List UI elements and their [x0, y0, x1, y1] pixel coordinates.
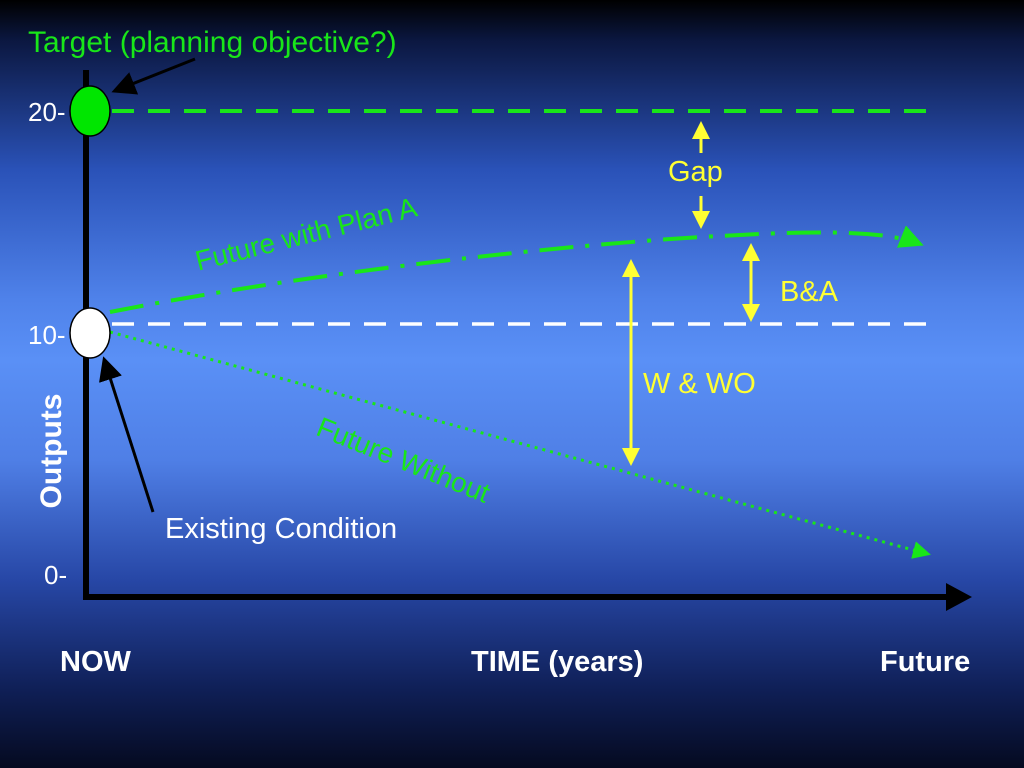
tick-10-label: 10- [28, 320, 66, 350]
existing-pointer-arrow [99, 356, 155, 513]
wwo-label: W & WO [643, 368, 756, 400]
existing-marker [69, 307, 111, 359]
ba-label: B&A [780, 276, 839, 308]
target-label: Target (planning objective?) [28, 26, 397, 59]
future-without-line [109, 330, 931, 559]
x-axis-arrowhead [946, 583, 972, 611]
target-pointer-arrow [111, 57, 196, 95]
gap-label: Gap [668, 156, 723, 188]
x-now-label: NOW [60, 646, 131, 678]
plan-a-curve [109, 225, 924, 314]
y-axis-label: Outputs [35, 393, 68, 509]
x-time-label: TIME (years) [471, 646, 644, 678]
target-marker [69, 85, 111, 137]
tick-20-label: 20- [28, 97, 66, 127]
tick-0-label: 0- [44, 560, 68, 590]
existing-condition-label: Existing Condition [165, 513, 398, 545]
x-future-label: Future [880, 646, 971, 678]
